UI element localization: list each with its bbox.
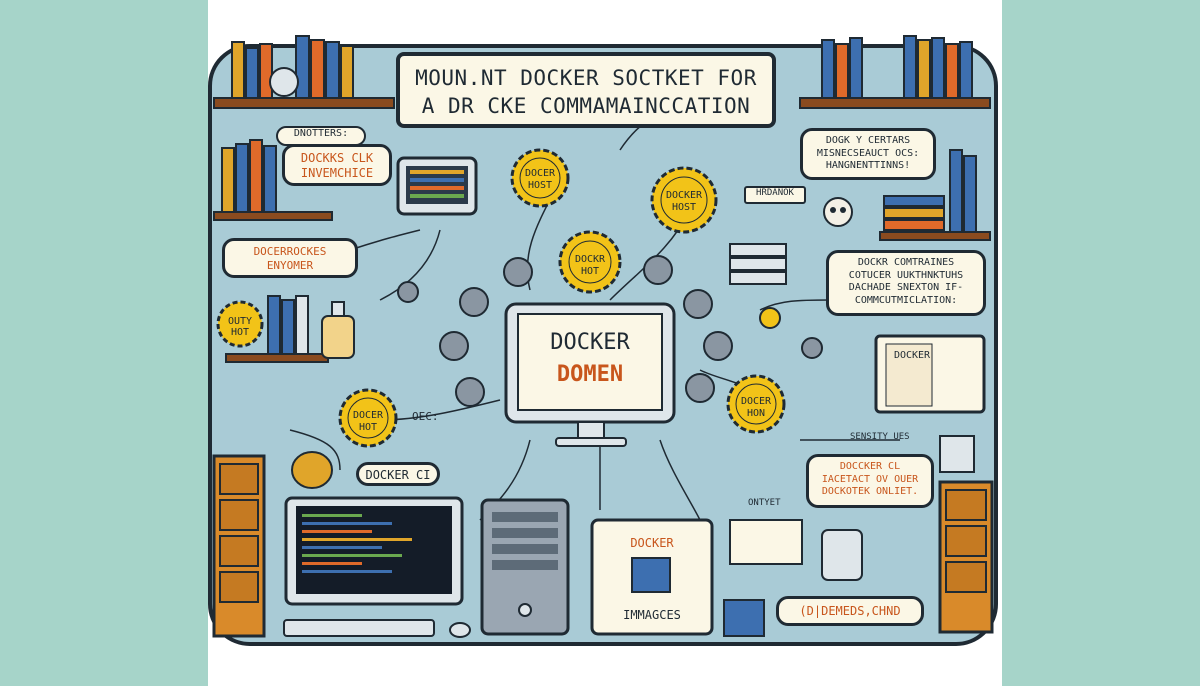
flask-icon (321, 301, 355, 359)
monitor-line-2: DOMEN (556, 362, 624, 387)
top-left-bookshelf (213, 35, 395, 109)
gear-docker-host-4: DOCER HOT (338, 388, 398, 448)
docker-book-icon (874, 334, 986, 414)
gear-1-line1: DOCER (525, 168, 556, 179)
left-filing-cabinet (212, 454, 266, 638)
right-mid-text-bubble: DOCKR COMTRAINES COTUCER UUKTHNKTUHS DAC… (826, 250, 986, 316)
ontyet-label: ONTYET (748, 498, 781, 508)
docker-daemon-monitor (504, 302, 676, 447)
gear-1-line2: HOST (528, 180, 552, 191)
gear-5-line2: HON (747, 408, 765, 419)
right-middle-bookshelf (879, 149, 991, 241)
monitor-line-1: DOCKER (550, 330, 630, 355)
gear-6-line1: OUTY (228, 316, 252, 327)
sensity-label: SENSITY UES (850, 432, 910, 442)
oec-label: OEC: (412, 410, 439, 423)
gear-3-line2: HOT (581, 266, 599, 277)
gear-4-line2: HOT (359, 422, 377, 433)
gear-2-line1: DOCKER (666, 190, 703, 201)
gear-4-line1: DOCER (353, 410, 384, 421)
left-mid-text-bubble: DOCERROCKES ENYOMER (222, 238, 358, 278)
title-line-2: A DR CKE COMMAMAINCCATION (421, 94, 751, 118)
gear-5-line1: DOCER (741, 396, 772, 407)
title-banner: MOUN.NT DOCKER SOCTKET FOR A DR CKE COMM… (396, 52, 776, 128)
right-background-panel (1002, 0, 1200, 686)
terminal-computer (283, 496, 471, 638)
hrdanok-label: HRDANOK (744, 186, 806, 204)
gear-3-line1: DOCKR (575, 254, 606, 265)
server-tower (480, 498, 570, 636)
open-book-icon (729, 519, 803, 565)
top-left-header-bubble: DNOTTERS: (276, 126, 366, 146)
gear-docker-host-1: DOCER HOST (510, 148, 570, 208)
title-line-1: MOUN.NT DOCKER SOCTKET FOR (415, 66, 757, 90)
bottom-right-text-bubble: (D|DEMEDS,CHND (776, 596, 924, 626)
lamp-icon (821, 529, 863, 581)
gear-docker-host-5: DOCER HON (726, 374, 786, 434)
stacked-books-icon (729, 243, 787, 285)
left-lower-bookshelf (225, 295, 329, 363)
top-left-text-bubble: DOCKKS CLK INVEMCHICE (282, 144, 392, 186)
jar-icon (291, 451, 333, 489)
gear-6-line2: HOT (231, 327, 249, 338)
gear-docker-host-6: OUTY HOT (216, 300, 264, 348)
skull-icon (823, 197, 853, 227)
left-background-panel (0, 0, 208, 686)
wall-switch-icon (939, 435, 975, 473)
images-box-top: DOCKER (630, 536, 674, 550)
gear-docker-host-2: DOCKER HOST (650, 166, 718, 234)
pencil-cup-icon (723, 599, 765, 637)
top-right-bookshelf (799, 35, 991, 109)
top-right-text-bubble: DOGK Y CERTARS MISNECSEAUCT OCS: HANGNEN… (800, 128, 936, 180)
right-filing-cabinet (938, 480, 994, 634)
docker-book-label: DOCKER (893, 350, 931, 361)
docker-images-frame (590, 518, 714, 636)
right-lower-text-bubble: DOCCKER CL IACETACT OV OUER DOCKOTEK ONL… (806, 454, 934, 508)
server-monitor-icon (396, 156, 478, 216)
left-middle-bookshelf (213, 139, 333, 221)
small-gray-gears (397, 255, 823, 407)
docker-cli-label: DOCKER CI (356, 462, 440, 486)
images-box-bottom: IMMAGCES (623, 608, 681, 622)
gear-docker-host-3: DOCKR HOT (558, 230, 622, 294)
gear-2-line2: HOST (672, 202, 696, 213)
